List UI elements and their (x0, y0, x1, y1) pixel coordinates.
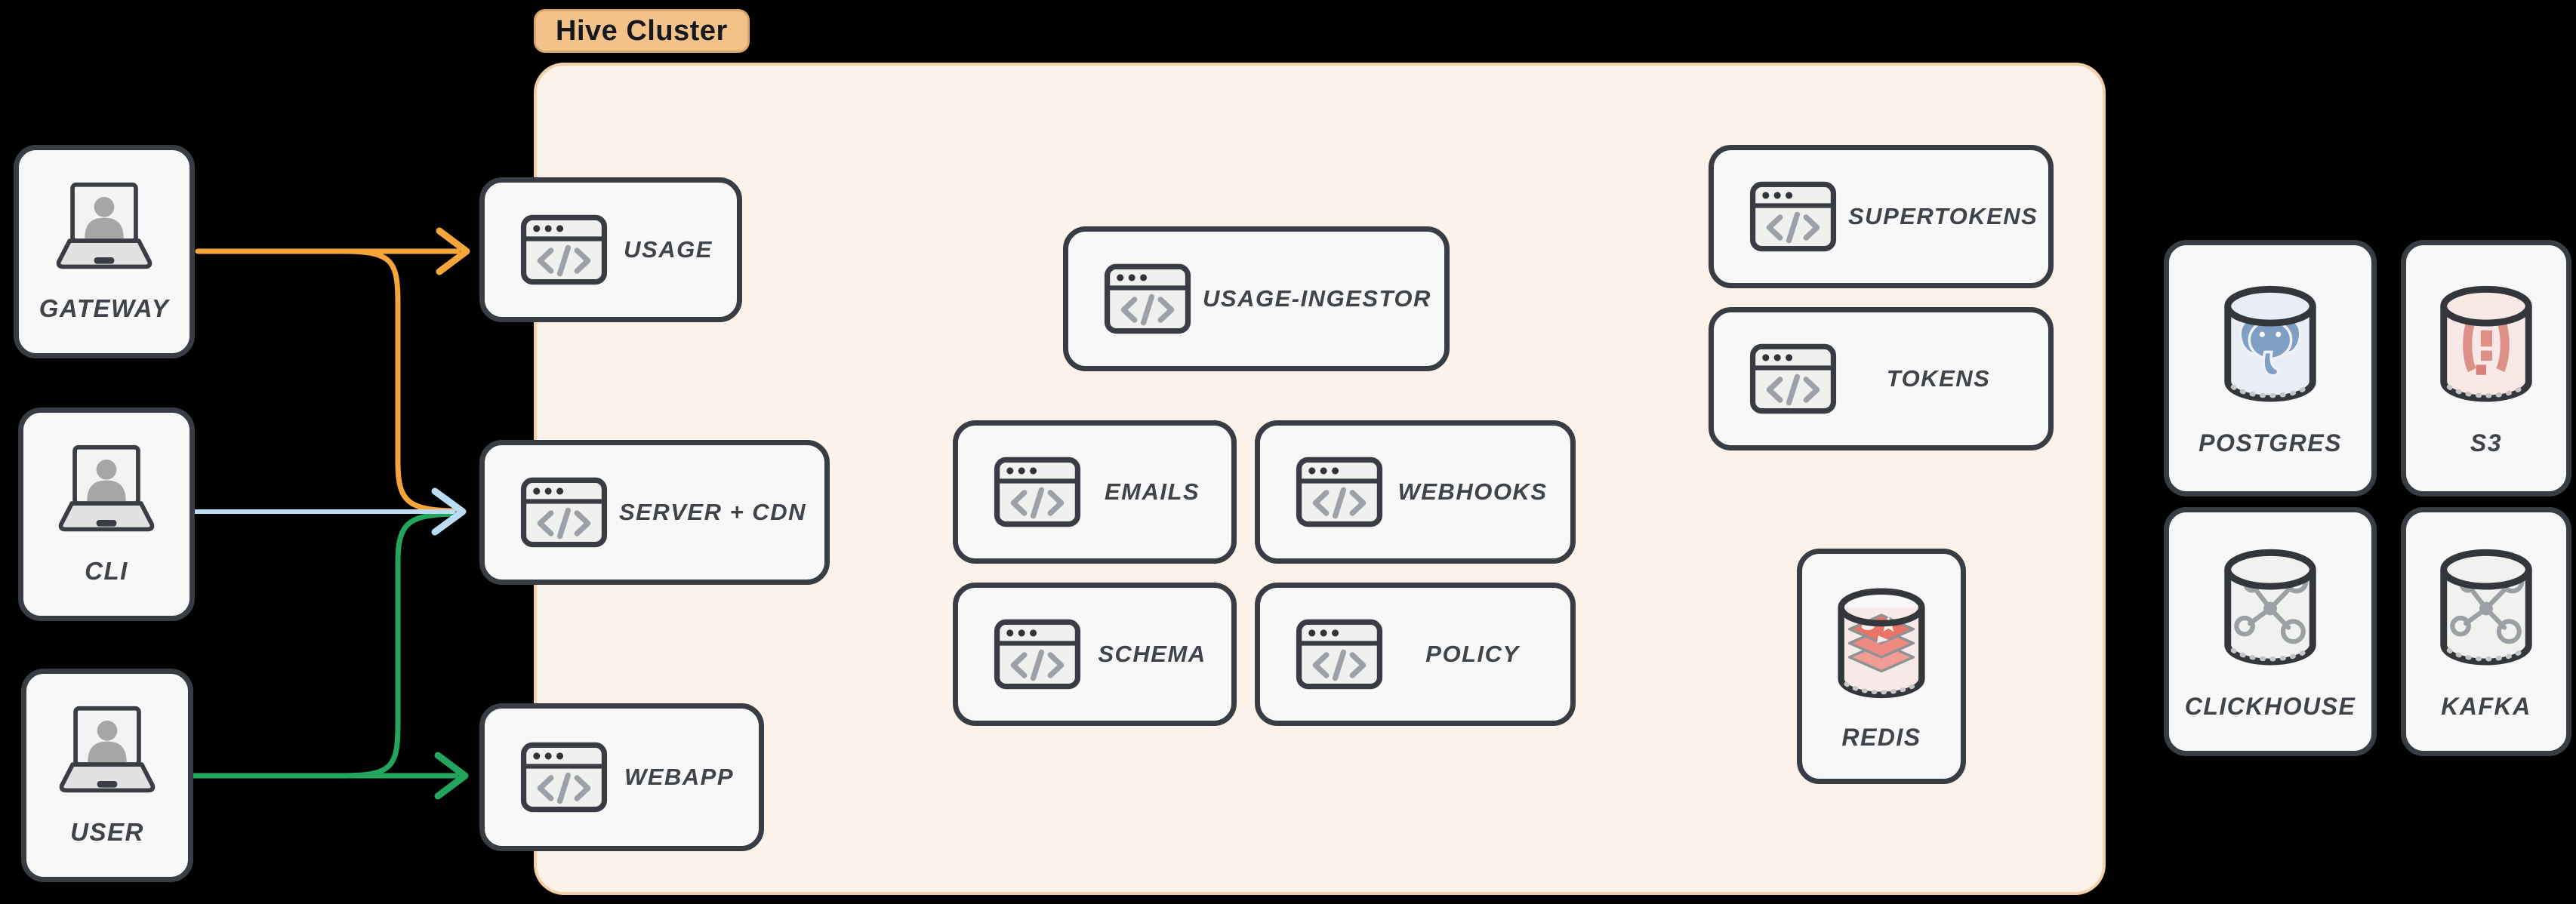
node-supertokens: SUPERTOKENS (1709, 145, 2054, 288)
node-schema: SCHEMA (953, 583, 1237, 726)
browser-code-icon (993, 456, 1082, 528)
node-webapp: WEBAPP (479, 703, 764, 851)
node-postgres-label: POSTGRES (2199, 429, 2342, 457)
node-emails-label: EMAILS (1104, 478, 1200, 505)
browser-code-icon (519, 741, 609, 813)
node-server-cdn: SERVER + CDN (479, 440, 830, 585)
node-policy: POLICY (1255, 583, 1576, 726)
redis-cylinder-icon (1827, 582, 1936, 707)
edge-user-servercdn (340, 511, 459, 779)
s3-cylinder-icon (2429, 279, 2544, 411)
node-supertokens-label: SUPERTOKENS (1848, 203, 2038, 229)
node-s3-label: S3 (2470, 429, 2503, 457)
browser-code-icon (1749, 343, 1838, 415)
node-postgres: POSTGRES (2164, 240, 2377, 497)
node-usage: USAGE (479, 177, 742, 322)
node-tokens: TOKENS (1709, 307, 2054, 450)
node-s3: S3 (2401, 240, 2571, 497)
node-usage-ingestor-label: USAGE-INGESTOR (1203, 285, 1431, 312)
edge-cli-servercdn-arrowhead (431, 487, 467, 536)
node-policy-label: POLICY (1425, 641, 1520, 667)
laptop-user-icon (39, 181, 169, 273)
node-gateway: GATEWAY (14, 145, 195, 358)
node-tokens-label: TOKENS (1886, 365, 1991, 392)
node-redis-label: REDIS (1841, 723, 1921, 751)
node-cli: CLI (18, 407, 195, 621)
node-emails: EMAILS (953, 420, 1237, 564)
node-webhooks-label: WEBHOOKS (1397, 478, 1548, 505)
postgres-cylinder-icon (2213, 279, 2328, 411)
edge-user-webapp-arrowhead (434, 752, 469, 800)
node-clickhouse-label: CLICKHOUSE (2184, 693, 2356, 720)
edge-gateway-usage-arrowhead (436, 227, 470, 275)
node-webhooks: WEBHOOKS (1255, 420, 1576, 564)
browser-code-icon (1103, 263, 1192, 335)
node-webapp-label: WEBAPP (624, 764, 735, 790)
node-server-cdn-label: SERVER + CDN (619, 499, 806, 525)
browser-code-icon (519, 476, 609, 549)
edge-gateway-servercdn (340, 248, 459, 514)
node-cli-label: CLI (85, 556, 128, 585)
node-user: USER (21, 669, 193, 882)
node-kafka: KAFKA (2401, 507, 2571, 756)
node-user-label: USER (70, 817, 144, 846)
hive-cluster-badge-label: Hive Cluster (556, 14, 728, 47)
node-gateway-label: GATEWAY (39, 294, 170, 322)
hive-cluster-badge: Hive Cluster (534, 9, 750, 53)
laptop-user-icon (42, 444, 171, 536)
node-clickhouse: CLICKHOUSE (2164, 507, 2377, 756)
node-usage-ingestor: USAGE-INGESTOR (1063, 226, 1450, 371)
molecule-cylinder-icon (2213, 543, 2328, 675)
laptop-user-icon (42, 705, 172, 797)
browser-code-icon (519, 214, 609, 286)
node-kafka-label: KAFKA (2441, 693, 2531, 720)
node-schema-label: SCHEMA (1098, 641, 1206, 667)
node-redis: REDIS (1797, 549, 1966, 784)
node-usage-label: USAGE (624, 236, 713, 263)
browser-code-icon (1295, 618, 1384, 690)
browser-code-icon (1749, 180, 1838, 253)
browser-code-icon (993, 618, 1082, 690)
browser-code-icon (1295, 456, 1384, 528)
molecule-cylinder-icon (2429, 543, 2544, 675)
